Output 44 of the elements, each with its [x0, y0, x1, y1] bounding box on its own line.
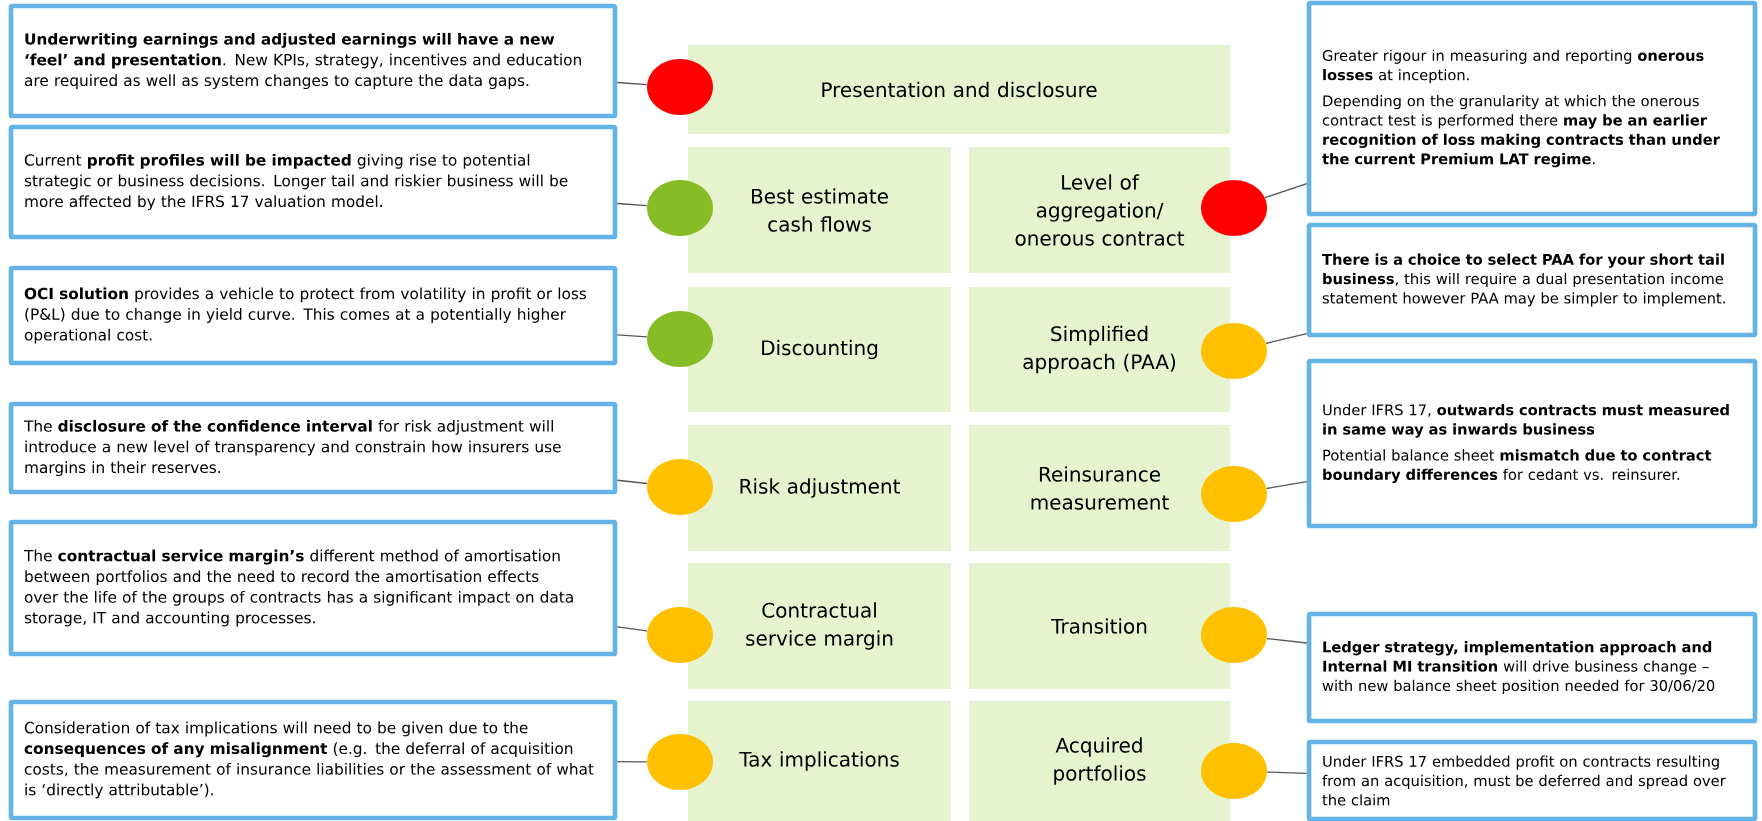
leader-line	[1265, 481, 1308, 490]
topic-tile: Simplified approach (PAA)	[969, 286, 1231, 413]
leader-line	[616, 626, 648, 632]
callout-box: Consideration of tax implications will need to be given due to the consequences of any misalignment (e.g. the deferral of acquisition costs, the measurement of insurance liabilities or the assessment of what is ‘directly attributable’).	[8, 699, 618, 821]
topic-tile: Contractual service margin	[688, 563, 951, 689]
callout-box: The contractual service margin’s different method of amortisation between portfolios and the need to record the amortisation effects over the life of the groups of contracts has a significant impact on data storage, IT and accounting processes.	[8, 519, 618, 657]
topic-tile: Tax implications	[688, 701, 951, 821]
status-dot	[1201, 466, 1267, 522]
callout-box: Greater rigour in measuring and reporting onerous losses at inception. Depending on the granularity at which the onerous contract test is performed there may be an earlier recognition of loss making contracts than under the current Premium LAT regime.	[1306, 0, 1758, 217]
topic-tile: Reinsurance measurement	[969, 425, 1231, 551]
status-dot	[1201, 743, 1267, 799]
callout-box: OCI solution provides a vehicle to protect from volatility in profit or loss (P&L) due to change in yield curve. This comes at a potentially higher operational cost.	[8, 265, 618, 366]
status-dot	[647, 459, 713, 515]
topic-tile: Presentation and disclosure	[688, 44, 1230, 135]
leader-line	[616, 81, 648, 86]
callout-box: Under IFRS 17 embedded profit on contracts resulting from an acquisition, must be deferred and spread over the claim	[1306, 739, 1758, 821]
leader-line	[1266, 637, 1308, 644]
topic-tile: Best estimate cash flows	[688, 147, 951, 273]
topic-tile: Discounting	[688, 286, 951, 413]
status-dot	[647, 734, 713, 790]
leader-line	[1264, 183, 1308, 199]
callout-box: There is a choice to select PAA for your short tail business, this will require a dual presentation income statement however PAA may be simpler to implement.	[1306, 222, 1758, 338]
status-dot	[647, 607, 713, 663]
callout-box: Ledger strategy, implementation approach and Internal MI transition will drive business change – with new balance sheet position needed for 30/06/20	[1306, 611, 1758, 724]
leader-line	[1266, 771, 1308, 774]
topic-tile: Acquired portfolios	[969, 701, 1231, 821]
callout-box: The disclosure of the confidence interval for risk adjustment will introduce a new level of transparency and constrain how insurers use margins in their reserves.	[8, 401, 618, 495]
callout-box: Current profit profiles will be impacted giving rise to potential strategic or business decisions. Longer tail and riskier business will be more affected by the IFRS 17 valuation model.	[8, 124, 618, 240]
callout-box: Underwriting earnings and adjusted earnings will have a new ‘feel’ and presentation. New KPIs, strategy, incentives and education are required as well as system changes to capture the data gaps.	[8, 3, 618, 119]
status-dot	[647, 180, 713, 236]
status-dot	[1201, 180, 1267, 236]
status-dot	[1201, 607, 1267, 663]
topic-tile: Level of aggregation/ onerous contract	[969, 147, 1231, 273]
leader-line	[616, 202, 648, 207]
leader-line	[616, 479, 648, 485]
topic-tile: Risk adjustment	[688, 425, 951, 551]
leader-line	[616, 334, 648, 338]
leader-line	[616, 761, 648, 763]
callout-box: Under IFRS 17, outwards contracts must measured in same way as inwards business Potential balance sheet mismatch due to contract boundary differences for cedant vs. reinsurer.	[1306, 358, 1758, 529]
status-dot	[647, 311, 713, 367]
leader-line	[1265, 332, 1308, 345]
status-dot	[1201, 323, 1267, 379]
topic-tile: Transition	[969, 563, 1231, 689]
status-dot	[647, 59, 713, 115]
